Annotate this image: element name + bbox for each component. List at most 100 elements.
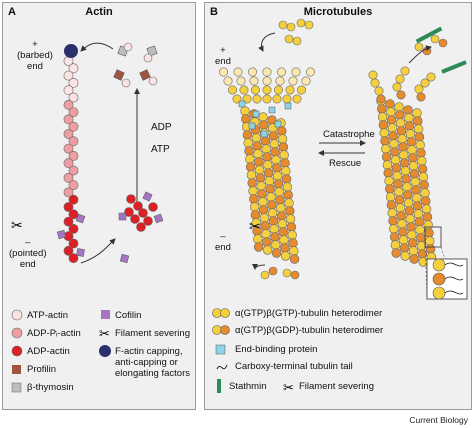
adp-actin-monomer <box>136 222 146 232</box>
barbed-end-label: + (barbed) end <box>17 39 53 72</box>
tubulin-subunit <box>258 197 268 207</box>
cofilin-square <box>142 191 153 202</box>
tubulin-subunit <box>261 144 271 154</box>
tubulin-subunit <box>285 214 296 224</box>
tubulin-subunit <box>412 201 423 211</box>
tubulin-subunit <box>281 174 292 184</box>
tubulin-subunit <box>277 126 287 136</box>
stathmin-complex <box>415 26 467 74</box>
tubulin-subunit <box>381 144 391 154</box>
tubulin-subunit <box>383 168 393 178</box>
tubulin-subunit <box>417 249 428 259</box>
tubulin-subunit <box>252 141 262 151</box>
tubulin-subunit <box>253 149 263 159</box>
actin-subunit <box>63 172 74 183</box>
tubulin-subunit <box>265 184 275 194</box>
tubulin-subunit <box>380 136 390 146</box>
dissociation-arrow <box>80 238 116 264</box>
tail-icon <box>216 364 228 370</box>
tubulin-subunit <box>396 211 406 221</box>
tubulin-subunit <box>263 168 274 178</box>
tubulin-subunit <box>377 104 387 114</box>
tubulin-subunit <box>292 94 302 104</box>
tubulin-subunit <box>270 147 280 157</box>
tubulin-subunit <box>281 166 291 176</box>
tubulin-subunit <box>244 146 254 156</box>
tubulin-subunit <box>262 76 272 86</box>
tubulin-subunit <box>259 213 270 223</box>
actin-subunit <box>68 180 79 190</box>
tubulin-subunit <box>407 238 418 248</box>
tubulin-subunit <box>282 268 292 278</box>
tubulin-subunit <box>403 105 413 115</box>
legend-actin: ✂ <box>11 309 111 393</box>
tubulin-subunit <box>415 225 425 235</box>
tubulin-subunit <box>395 110 405 120</box>
tubulin-subunit <box>385 192 396 202</box>
tubulin-subunit <box>430 34 440 44</box>
actin-subunit <box>63 245 74 256</box>
tubulin-subunit <box>286 22 296 32</box>
tubulin-subunit <box>275 76 285 86</box>
tubulin-subunit <box>277 219 288 229</box>
shrinking-microtubule <box>368 66 437 270</box>
tubulin-subunit <box>247 67 257 77</box>
tubulin-subunit <box>274 187 284 197</box>
tubulin-subunit <box>386 107 396 117</box>
tubulin-subunit <box>280 243 290 253</box>
tubulin-subunit <box>398 235 409 245</box>
tubulin-subunit <box>394 102 404 112</box>
tubulin-subunit <box>425 236 435 246</box>
tubulin-subunit <box>384 176 394 186</box>
actin-subunit <box>68 253 79 263</box>
adp-actin-monomer <box>143 216 153 226</box>
tubulin-subunit <box>259 120 269 130</box>
actin-subunit <box>68 78 79 88</box>
actin-subunit <box>63 143 74 154</box>
tubulin-subunit <box>398 227 408 237</box>
tubulin-subunit <box>417 156 427 166</box>
tubulin-subunit <box>273 179 284 189</box>
tubulin-subunit <box>223 76 233 86</box>
tail-inset-content <box>432 258 464 300</box>
panel-letter: B <box>210 6 218 18</box>
adp-actin-monomer <box>148 202 158 212</box>
tubulin-subunit <box>271 248 282 258</box>
tubulin-subunit <box>419 180 429 190</box>
tubulin-subunit <box>267 200 277 210</box>
tubulin-subunit <box>254 157 264 167</box>
tubulin-subunit <box>414 217 424 227</box>
plus-end-label: + end <box>215 45 231 67</box>
actin-subunit <box>68 107 79 117</box>
tubulin-subunit <box>292 36 302 46</box>
actin-subunit <box>63 158 74 169</box>
tubulin-subunit <box>397 219 407 229</box>
tubulin-subunit <box>255 173 266 183</box>
tubulin-subunit <box>409 169 420 179</box>
polymerization-arrow <box>258 32 276 52</box>
tubulin-subunit <box>399 150 409 160</box>
tubulin-subunit <box>272 171 283 181</box>
square-purple-icon <box>101 310 110 319</box>
tubulin-subunit <box>246 170 257 180</box>
tubulin-subunit <box>306 67 316 77</box>
tubulin-subunit <box>413 116 423 126</box>
tubulin-subunit <box>418 257 428 267</box>
actin-subunit <box>68 63 79 74</box>
tubulin-subunit <box>280 158 290 168</box>
end-binding-protein <box>268 106 276 114</box>
tubulin-subunit <box>390 155 401 165</box>
actin-subunit <box>63 70 74 81</box>
tubulin-subunit <box>378 120 389 130</box>
tubulin-subunit <box>262 94 272 104</box>
tubulin-subunit <box>239 85 249 95</box>
actin-subunit <box>63 85 74 96</box>
tubulin-subunit <box>368 70 378 80</box>
tubulin-subunit <box>289 254 300 264</box>
tubulin-subunit <box>262 237 272 247</box>
tubulin-subunit <box>414 132 425 142</box>
tubulin-subunit <box>262 85 272 95</box>
tubulin-subunit <box>438 38 448 48</box>
tubulin-subunit <box>249 202 260 212</box>
end-binding-protein <box>248 122 256 130</box>
